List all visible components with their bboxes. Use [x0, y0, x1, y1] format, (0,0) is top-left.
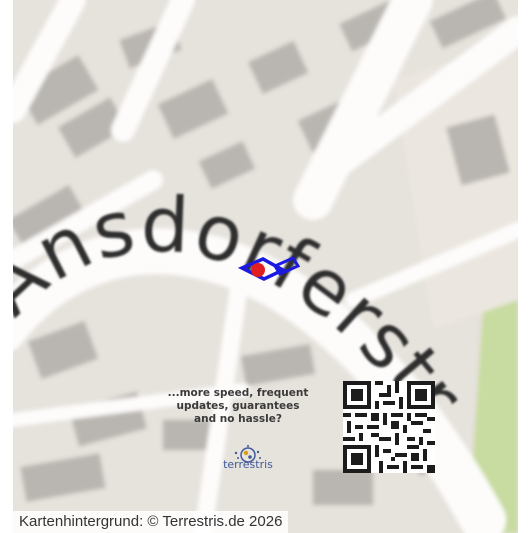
parcel-highlight[interactable]: [237, 256, 301, 281]
parcel-outline-annex[interactable]: [272, 256, 301, 276]
promo-line: and no hassle?: [194, 413, 282, 425]
terrestris-brand: terrestris: [223, 458, 273, 471]
promo-text: ...more speed, frequent updates, guarant…: [163, 387, 313, 426]
map-canvas[interactable]: Ansdorferstr: [13, 0, 518, 533]
map-tiles: [13, 0, 518, 533]
terrestris-logo-icon: [234, 445, 261, 463]
promo-line: ...more speed, frequent: [167, 387, 309, 399]
promo-line: updates, guarantees: [176, 400, 300, 412]
map-view[interactable]: Ansdorferstr ...more speed, frequent upd…: [13, 0, 518, 533]
map-marker-icon[interactable]: [251, 263, 265, 277]
map-attribution: Kartenhintergrund: © Terrestris.de 2026: [13, 511, 289, 533]
qr-code-icon: [343, 381, 435, 473]
